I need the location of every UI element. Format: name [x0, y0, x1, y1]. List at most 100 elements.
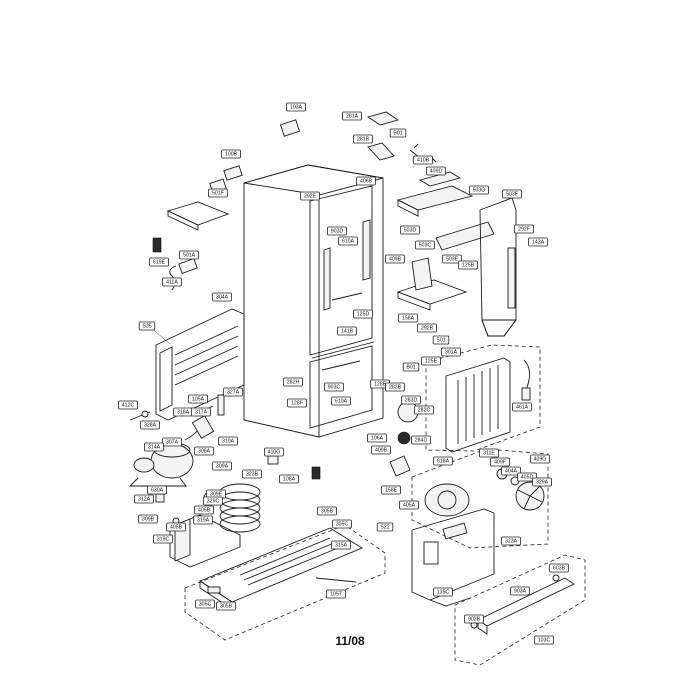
svg-text:329A: 329A — [536, 480, 549, 486]
part-label: 292E — [300, 191, 320, 201]
svg-text:304A: 304A — [216, 295, 229, 301]
svg-text:603B: 603B — [553, 566, 566, 572]
part-label: S01 — [432, 335, 450, 345]
svg-text:327A: 327A — [227, 390, 240, 396]
part-label: 503D — [400, 225, 420, 235]
svg-text:309E: 309E — [210, 492, 223, 498]
part-label: 105T — [326, 589, 346, 599]
part-label: 903B — [464, 614, 484, 624]
svg-text:903C: 903C — [328, 385, 341, 391]
svg-text:311E: 311E — [483, 451, 495, 457]
part-label: 292B — [417, 323, 437, 333]
svg-text:105A: 105A — [192, 397, 205, 403]
svg-text:503E: 503E — [446, 257, 459, 263]
part-label: 409F — [490, 457, 510, 467]
svg-text:292F: 292F — [518, 227, 530, 233]
ice-tray — [396, 257, 468, 311]
svg-text:317A: 317A — [195, 410, 208, 416]
part-label: 461A — [512, 402, 532, 412]
part-label: 405A — [399, 500, 419, 510]
svg-text:309B: 309B — [142, 517, 155, 523]
part-label: 282C — [414, 405, 434, 415]
part-label: 503F — [502, 189, 522, 199]
svg-text:307A: 307A — [166, 440, 179, 446]
part-label: 304A — [212, 292, 232, 302]
bottom-trim-group — [454, 554, 586, 666]
rear-cover-panel — [411, 508, 495, 607]
part-label: 603B — [549, 563, 569, 573]
svg-text:292B: 292B — [421, 326, 434, 332]
svg-text:903D: 903D — [331, 229, 344, 235]
svg-text:108A: 108A — [283, 477, 296, 483]
svg-text:328A: 328A — [144, 423, 157, 429]
part-label: 314A — [144, 442, 164, 452]
svg-text:305C: 305C — [336, 522, 349, 528]
part-label: 409D — [426, 166, 446, 176]
svg-text:315A: 315A — [335, 543, 348, 549]
svg-text:323A: 323A — [505, 539, 518, 545]
part-label: 630A — [147, 485, 167, 495]
part-label: 404A — [501, 466, 521, 476]
part-label: B01 — [402, 362, 420, 372]
compressor — [128, 394, 225, 487]
svg-text:610A: 610A — [342, 239, 355, 245]
part-label: 103C — [534, 635, 554, 645]
svg-text:409B: 409B — [375, 448, 388, 454]
svg-text:310A: 310A — [222, 439, 235, 445]
condenser-coil — [219, 483, 261, 533]
part-label: 610A — [331, 396, 351, 406]
svg-text:619E: 619E — [153, 260, 166, 266]
part-label: 128F — [287, 398, 307, 408]
part-label: 329A — [532, 477, 552, 487]
part-label: 903D — [327, 226, 347, 236]
svg-text:283B: 283B — [389, 385, 402, 391]
part-label: 412C — [118, 400, 138, 410]
part-label: 305B — [317, 506, 337, 516]
svg-text:903A: 903A — [514, 589, 527, 595]
svg-text:412C: 412C — [122, 403, 135, 409]
part-label: 410B — [413, 155, 433, 165]
part-label: 283D — [401, 395, 421, 405]
svg-text:318A: 318A — [177, 410, 190, 416]
fan-motor-assembly — [411, 448, 549, 549]
svg-text:503G: 503G — [473, 188, 486, 194]
top-hinge-parts — [366, 111, 495, 251]
svg-text:630A: 630A — [151, 488, 164, 494]
svg-text:S35: S35 — [142, 324, 151, 330]
svg-text:292E: 292E — [304, 194, 317, 200]
part-label: 409B — [385, 254, 405, 264]
svg-text:281B: 281B — [357, 137, 370, 143]
part-label: 501F — [208, 188, 228, 198]
top-cover-plate — [166, 119, 301, 231]
svg-text:141B: 141B — [341, 329, 354, 335]
svg-text:312A: 312A — [138, 497, 151, 503]
svg-text:461A: 461A — [516, 405, 529, 411]
svg-text:903B: 903B — [468, 617, 481, 623]
center-bottom-parts — [267, 401, 419, 480]
part-label: 141B — [337, 326, 357, 336]
part-label: 319A — [193, 515, 213, 525]
svg-text:314A: 314A — [148, 445, 161, 451]
part-label: S35 — [138, 321, 156, 331]
svg-text:309A: 309A — [216, 464, 229, 470]
svg-text:105T: 105T — [330, 592, 343, 598]
svg-text:405B: 405B — [170, 525, 183, 531]
svg-text:409B: 409B — [389, 257, 402, 263]
evaporator-group — [425, 344, 541, 453]
svg-text:B01: B01 — [393, 131, 402, 137]
part-label: 281B — [353, 134, 373, 144]
svg-text:103C: 103C — [538, 638, 551, 644]
part-label: 618A — [433, 456, 453, 466]
part-label: 305C — [195, 599, 215, 609]
svg-text:125E: 125E — [425, 359, 438, 365]
part-label: 503E — [442, 254, 462, 264]
part-label: 305B — [216, 601, 236, 611]
part-label: 311E — [479, 448, 499, 458]
part-label: 282H — [283, 377, 303, 387]
svg-text:284D: 284D — [415, 438, 428, 444]
part-label: 318A — [173, 407, 193, 417]
part-label: 405B — [194, 505, 214, 515]
svg-text:128E: 128E — [374, 382, 387, 388]
svg-text:125B: 125B — [462, 263, 475, 269]
